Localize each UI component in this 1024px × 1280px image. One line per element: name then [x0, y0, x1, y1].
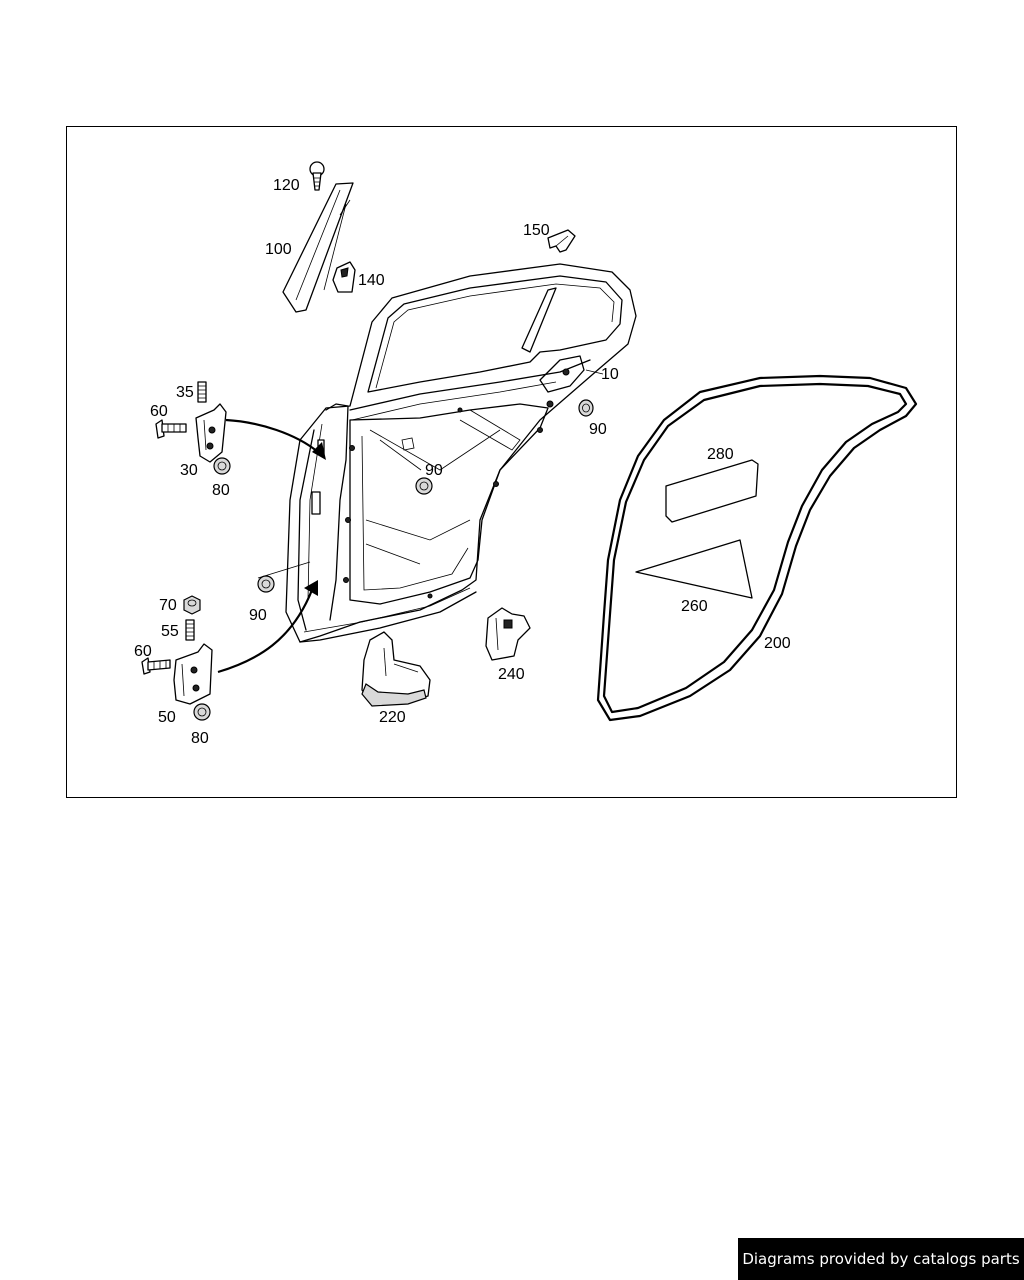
callout-90-right: 90: [589, 421, 607, 438]
callout-120: 120: [273, 177, 300, 194]
callout-60-upper: 60: [150, 403, 168, 420]
callout-80-upper: 80: [212, 482, 230, 499]
callout-260: 260: [681, 598, 708, 615]
callout-35: 35: [176, 384, 194, 401]
screw-part-60-lower[interactable]: [141, 657, 171, 675]
callout-220: 220: [379, 709, 406, 726]
clip-housing-part-240[interactable]: [485, 607, 531, 661]
grommet-part-90-center[interactable]: [415, 477, 433, 495]
grommet-part-90-right[interactable]: [578, 399, 594, 417]
door-seal-part-200[interactable]: [596, 374, 918, 722]
callout-10: 10: [601, 366, 619, 383]
lock-bracket-part-220[interactable]: [361, 631, 431, 707]
callout-140: 140: [358, 272, 385, 289]
leader-line-90-left: [257, 561, 311, 579]
callout-150: 150: [523, 222, 550, 239]
nut-part-80-upper[interactable]: [213, 457, 231, 475]
callout-100: 100: [265, 241, 292, 258]
lower-hinge-arrow: [217, 580, 318, 674]
callout-55: 55: [161, 623, 179, 640]
callout-50: 50: [158, 709, 176, 726]
nut-part-70[interactable]: [183, 595, 201, 615]
callout-90-center: 90: [425, 462, 443, 479]
callout-60-lower: 60: [134, 643, 152, 660]
callout-240: 240: [498, 666, 525, 683]
lower-hinge-part-50[interactable]: [173, 643, 213, 705]
callout-30: 30: [180, 462, 198, 479]
callout-200: 200: [764, 635, 791, 652]
callout-80-lower: 80: [191, 730, 209, 747]
rear-door-shell-part[interactable]: [285, 263, 637, 643]
upper-hinge-arrow: [225, 418, 326, 460]
window-channel-trim-part[interactable]: [282, 182, 354, 313]
callout-90-left: 90: [249, 607, 267, 624]
grommet-part-90-left[interactable]: [257, 575, 275, 593]
screw-part-120[interactable]: [309, 161, 325, 191]
bolt-part-55[interactable]: [185, 619, 195, 641]
bolt-part-35[interactable]: [197, 381, 207, 403]
screw-part-60-upper[interactable]: [155, 419, 187, 439]
clip-part-140[interactable]: [332, 261, 356, 293]
upper-hinge-part-30[interactable]: [195, 403, 227, 463]
nut-part-80-lower[interactable]: [193, 703, 211, 721]
leader-line-10: [585, 369, 604, 375]
diagram-credit-badge: Diagrams provided by catalogs parts: [738, 1238, 1024, 1280]
leader-line-90-center: [379, 439, 422, 471]
callout-70: 70: [159, 597, 177, 614]
callout-280: 280: [707, 446, 734, 463]
protective-film-part-260[interactable]: [635, 539, 753, 599]
insulation-pad-part-280[interactable]: [665, 459, 759, 523]
corner-cover-part-150[interactable]: [547, 229, 576, 253]
